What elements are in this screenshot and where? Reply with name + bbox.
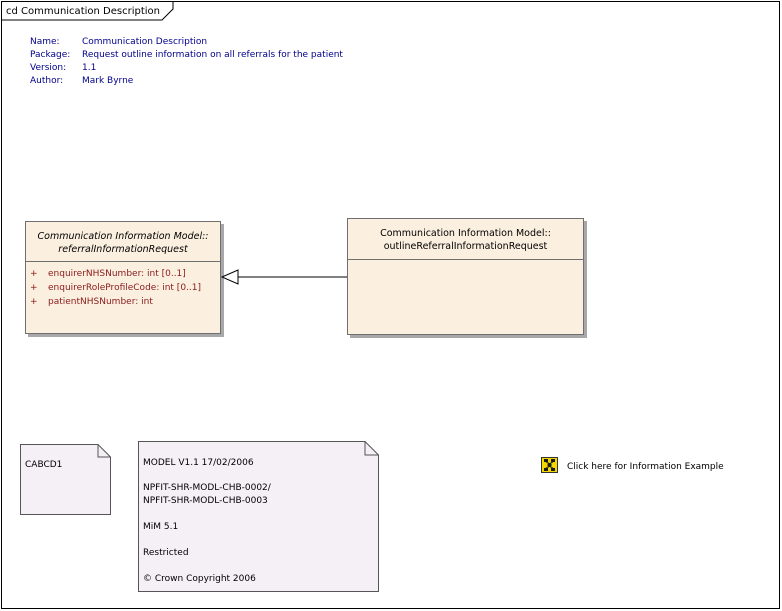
- note-outline: [20, 444, 111, 515]
- attribute-visibility: +: [30, 269, 38, 279]
- note-line-copyright: © Crown Copyright 2006: [143, 574, 256, 584]
- frame-tab-outline: [2, 2, 174, 21]
- metadata-value: 1.1: [82, 63, 97, 73]
- metadata-row-author: Author: Mark Byrne: [30, 75, 343, 88]
- metadata-row-version: Version: 1.1: [30, 62, 343, 75]
- note-cabcd[interactable]: CABCD1: [20, 444, 111, 515]
- metadata-key: Name:: [30, 37, 60, 47]
- class-stereotype-package: Communication Information Model::: [37, 231, 209, 242]
- class-header: Communication Information Model:: outlin…: [348, 219, 583, 260]
- class-referral-information-request[interactable]: Communication Information Model:: referr…: [25, 221, 221, 334]
- class-name: outlineReferralInformationRequest: [383, 241, 548, 252]
- diagram-link-icon: [541, 457, 558, 473]
- class-attributes: + enquirerNHSNumber: int [0..1] + enquir…: [26, 262, 220, 309]
- attribute-row: + patientNHSNumber: int: [30, 295, 220, 309]
- metadata-value: Mark Byrne: [82, 76, 134, 86]
- hyperlink-label[interactable]: Click here for Information Example: [567, 462, 724, 472]
- metadata-key: Package:: [30, 50, 71, 60]
- note-line-reference-1: NPFIT-SHR-MODL-CHB-0002/: [143, 483, 271, 493]
- attribute-text: enquirerNHSNumber: int [0..1]: [48, 269, 186, 279]
- attribute-text: enquirerRoleProfileCode: int [0..1]: [48, 283, 201, 293]
- class-stereotype-package: Communication Information Model::: [380, 228, 551, 239]
- attribute-text: patientNHSNumber: int: [48, 297, 153, 307]
- generalization-arrowhead: [220, 269, 239, 285]
- attribute-visibility: +: [30, 283, 38, 293]
- metadata-key: Version:: [30, 63, 67, 73]
- metadata-key: Author:: [30, 76, 64, 86]
- diagram-metadata: Name: Communication Description Package:…: [30, 36, 343, 88]
- metadata-row-package: Package: Request outline information on …: [30, 49, 343, 62]
- class-name: referralInformationRequest: [58, 244, 188, 255]
- note-line-classification: Restricted: [143, 548, 189, 558]
- metadata-value: Communication Description: [82, 37, 208, 47]
- note-text: CABCD1: [25, 460, 63, 470]
- note-line-mim-version: MiM 5.1: [143, 522, 179, 532]
- note-line-model-version: MODEL V1.1 17/02/2006: [143, 458, 254, 468]
- note-line-reference-2: NPFIT-SHR-MODL-CHB-0003: [143, 496, 268, 506]
- note-model-info[interactable]: MODEL V1.1 17/02/2006 NPFIT-SHR-MODL-CHB…: [138, 441, 379, 592]
- note-outline: [138, 441, 379, 592]
- diagram-title: cd Communication Description: [6, 6, 160, 17]
- attribute-visibility: +: [30, 297, 38, 307]
- class-outline-referral-information-request[interactable]: Communication Information Model:: outlin…: [347, 218, 584, 335]
- attribute-row: + enquirerRoleProfileCode: int [0..1]: [30, 281, 220, 295]
- diagram-frame-tab: cd Communication Description: [2, 2, 174, 21]
- metadata-value: Request outline information on all refer…: [82, 50, 343, 60]
- information-example-hyperlink[interactable]: Click here for Information Example: [541, 457, 724, 473]
- metadata-row-name: Name: Communication Description: [30, 36, 343, 49]
- class-header: Communication Information Model:: referr…: [26, 222, 220, 262]
- attribute-row: + enquirerNHSNumber: int [0..1]: [30, 267, 220, 281]
